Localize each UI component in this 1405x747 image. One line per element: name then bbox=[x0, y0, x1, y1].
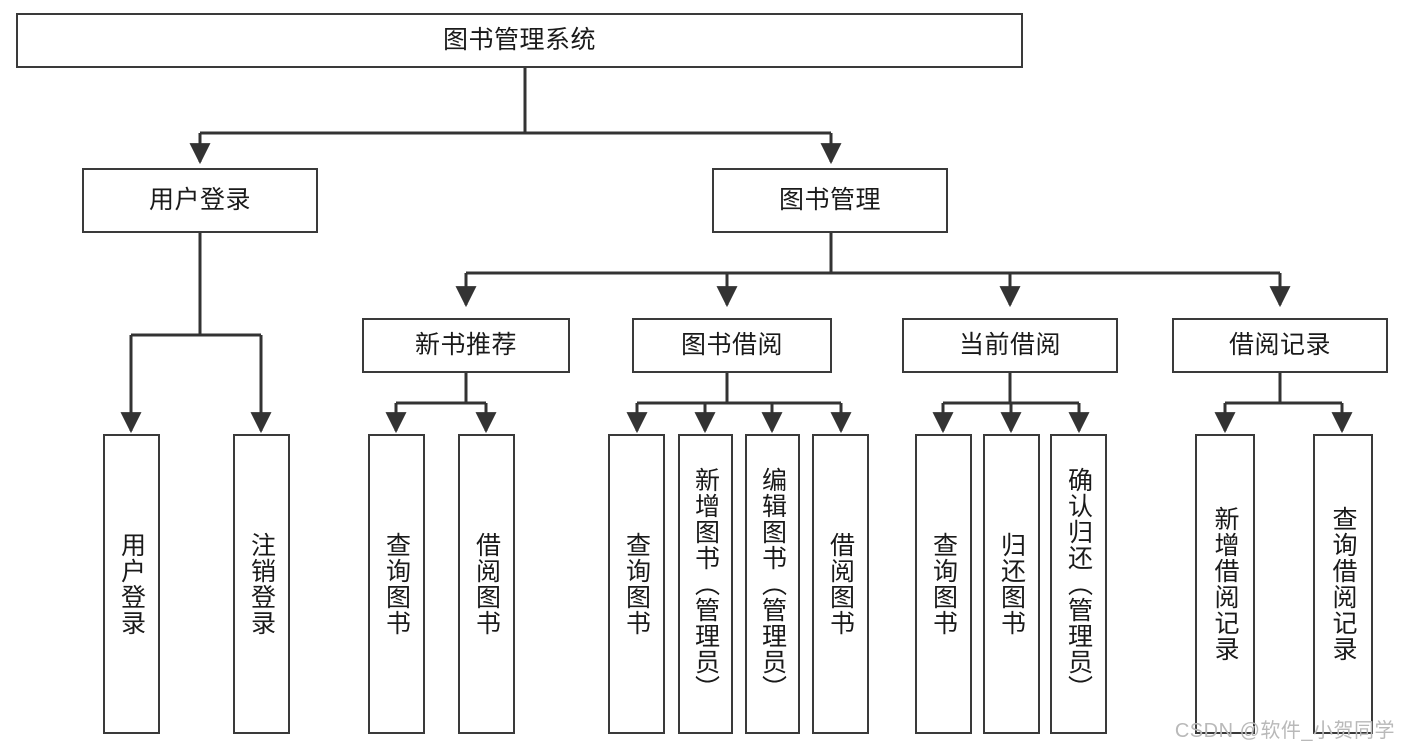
node-book-borrow[interactable]: 图书借阅 bbox=[632, 318, 832, 373]
node-borrow-record-label: 借阅记录 bbox=[1228, 330, 1331, 359]
node-leaf-logout[interactable]: 注销登录 bbox=[233, 434, 290, 734]
node-leaf-logout-label: 注销登录 bbox=[247, 532, 276, 636]
node-book-management-label: 图书管理 bbox=[778, 185, 881, 214]
node-leaf-add-borrow-record-label: 新增借阅记录 bbox=[1211, 506, 1239, 662]
node-borrow-record[interactable]: 借阅记录 bbox=[1172, 318, 1388, 373]
node-leaf-borrow-book-new-label: 借阅图书 bbox=[472, 532, 501, 636]
node-leaf-user-login[interactable]: 用户登录 bbox=[103, 434, 160, 734]
node-current-borrow-label: 当前借阅 bbox=[958, 330, 1061, 359]
node-current-borrow[interactable]: 当前借阅 bbox=[902, 318, 1118, 373]
node-book-borrow-label: 图书借阅 bbox=[680, 330, 783, 359]
node-leaf-query-borrow-record[interactable]: 查询借阅记录 bbox=[1313, 434, 1373, 734]
node-leaf-add-borrow-record[interactable]: 新增借阅记录 bbox=[1195, 434, 1255, 734]
node-new-book-recommend[interactable]: 新书推荐 bbox=[362, 318, 570, 373]
node-leaf-add-book[interactable]: 新增图书（管理员） bbox=[678, 434, 733, 734]
node-user-login-label: 用户登录 bbox=[148, 185, 251, 214]
node-root[interactable]: 图书管理系统 bbox=[16, 13, 1023, 68]
node-leaf-edit-book[interactable]: 编辑图书（管理员） bbox=[745, 434, 800, 734]
node-user-login[interactable]: 用户登录 bbox=[82, 168, 318, 233]
node-leaf-confirm-return[interactable]: 确认归还（管理员） bbox=[1050, 434, 1107, 734]
node-leaf-return-book[interactable]: 归还图书 bbox=[983, 434, 1040, 734]
node-leaf-query-book-new-label: 查询图书 bbox=[382, 532, 411, 636]
node-leaf-user-login-label: 用户登录 bbox=[117, 532, 146, 636]
node-leaf-query-book-new[interactable]: 查询图书 bbox=[368, 434, 425, 734]
node-leaf-return-book-label: 归还图书 bbox=[997, 532, 1026, 636]
node-book-management[interactable]: 图书管理 bbox=[712, 168, 948, 233]
node-root-label: 图书管理系统 bbox=[442, 25, 596, 54]
node-leaf-confirm-return-label: 确认归还（管理员） bbox=[1064, 467, 1093, 701]
node-leaf-query-book-borrow-label: 查询图书 bbox=[622, 532, 651, 636]
node-leaf-query-book-current-label: 查询图书 bbox=[929, 532, 958, 636]
node-leaf-query-book-current[interactable]: 查询图书 bbox=[915, 434, 972, 734]
node-leaf-add-book-label: 新增图书（管理员） bbox=[691, 467, 720, 701]
node-leaf-query-borrow-record-label: 查询借阅记录 bbox=[1329, 506, 1357, 662]
node-leaf-query-book-borrow[interactable]: 查询图书 bbox=[608, 434, 665, 734]
node-new-book-recommend-label: 新书推荐 bbox=[414, 330, 517, 359]
node-leaf-borrow-book[interactable]: 借阅图书 bbox=[812, 434, 869, 734]
node-leaf-edit-book-label: 编辑图书（管理员） bbox=[758, 467, 787, 701]
node-leaf-borrow-book-label: 借阅图书 bbox=[826, 532, 855, 636]
node-leaf-borrow-book-new[interactable]: 借阅图书 bbox=[458, 434, 515, 734]
